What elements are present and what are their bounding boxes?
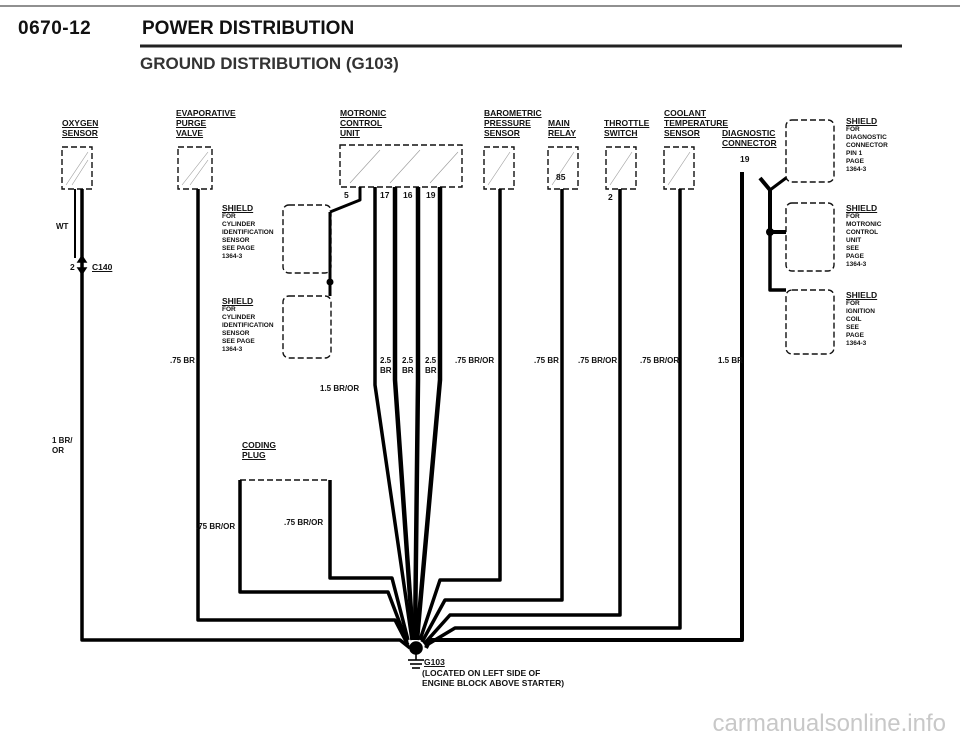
wire-label-mcu-main: 1.5 BR/OR	[320, 384, 360, 393]
wire-mcu-pin19b	[414, 187, 443, 641]
shield-box-4	[785, 202, 835, 272]
section-title: POWER DISTRIBUTION	[142, 18, 355, 39]
oxygen-sensor-box	[61, 146, 93, 190]
motronic-unit-box	[339, 144, 463, 188]
c140-label: C140	[92, 262, 113, 272]
wire-baro	[418, 189, 502, 641]
wire-mcu-pin17	[373, 187, 414, 641]
evap-valve-box	[177, 146, 213, 190]
wire-mcu-pin16	[392, 187, 416, 641]
wire-shield-3	[769, 176, 787, 192]
splice-dot	[326, 278, 334, 286]
wire-label-diag: 1.5 BR	[718, 356, 743, 365]
wire-shield-5	[768, 232, 786, 292]
wire-mcu-pin5	[329, 187, 362, 214]
watermark: carmanualsonline.info	[712, 710, 946, 737]
wire-coding-left	[238, 480, 409, 643]
wire-mcu-pin19a	[412, 187, 421, 641]
section-number: 0670-12	[18, 18, 92, 39]
mcu-pin-17: 17	[380, 190, 390, 200]
ground-symbol	[408, 641, 424, 669]
wire-label-coolant: .75 BR/OR	[640, 356, 680, 365]
mcu-pin-19: 19	[426, 190, 436, 200]
wire-oxygen	[80, 189, 412, 650]
shield-box-5	[785, 289, 835, 355]
ground-name: G103	[424, 657, 445, 667]
shield-box-3	[785, 119, 835, 183]
wire-label-oxygen-wt: WT	[56, 222, 69, 231]
c140-connector-symbol	[76, 254, 88, 276]
mcu-pin-5: 5	[344, 190, 349, 200]
diag-pin-19: 19	[740, 154, 750, 164]
c140-pin: 2	[70, 262, 75, 272]
mcu-pin-16: 16	[403, 190, 413, 200]
shield-box-1	[282, 204, 332, 274]
throttle-pin-2: 2	[608, 192, 613, 202]
wire-diag-shield	[758, 176, 786, 234]
wire-throttle	[422, 189, 622, 646]
wire-coolant	[424, 189, 682, 648]
wire-main-relay	[420, 189, 564, 643]
wire-evap	[196, 189, 410, 646]
wire-label-throttle: .75 BR/OR	[578, 356, 618, 365]
splice-dot	[766, 228, 774, 236]
main-relay-pin-85: 85	[556, 172, 566, 182]
wire-label-coding-left: .75 BR/OR	[196, 522, 236, 531]
wire-label-main-relay: .75 BR	[534, 356, 559, 365]
shield-box-2	[282, 295, 332, 359]
wire-diag	[424, 172, 744, 649]
wire-label-evap: .75 BR	[170, 356, 195, 365]
wire-label-oxygen: 1 BR/OR	[52, 436, 73, 455]
wire-label-coding-right: .75 BR/OR	[284, 518, 324, 527]
wire-label-baro: .75 BR/OR	[455, 356, 495, 365]
diagram-subtitle: GROUND DISTRIBUTION (G103)	[140, 54, 399, 73]
wire-coding-right	[328, 480, 410, 641]
